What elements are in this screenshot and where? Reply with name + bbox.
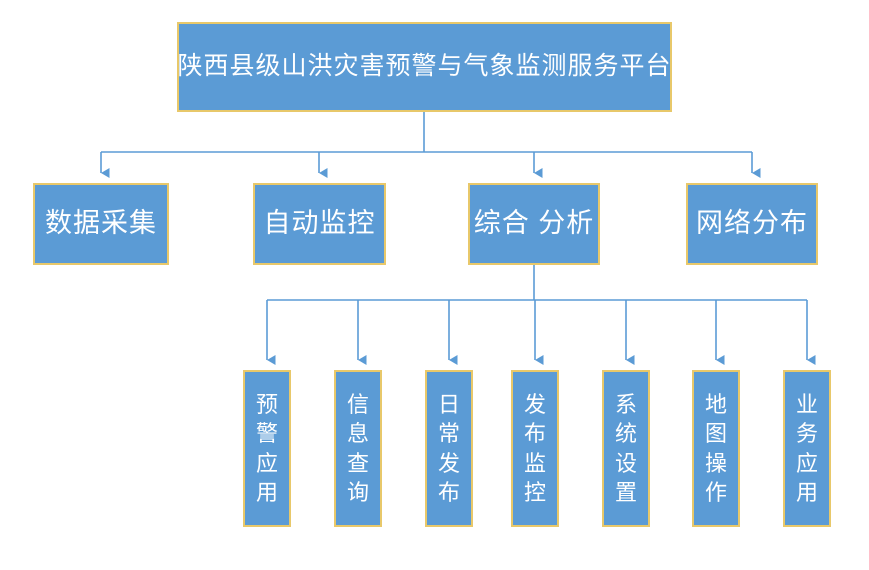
root-node-platform[interactable]: 陕西县级山洪灾害预警与气象监测服务平台 [177, 22, 672, 112]
node-label: 发布监控 [524, 392, 547, 505]
node-publishing-monitoring[interactable]: 发布监控 [511, 370, 559, 527]
node-automatic-monitoring[interactable]: 自动监控 [253, 183, 386, 265]
root-node-label: 陕西县级山洪灾害预警与气象监测服务平台 [177, 52, 672, 81]
node-label: 信息查询 [347, 392, 370, 505]
node-label: 日常发布 [438, 392, 461, 505]
node-label: 地图操作 [705, 392, 728, 505]
node-label: 业务应用 [796, 392, 819, 505]
node-business-application[interactable]: 业务应用 [783, 370, 831, 527]
node-daily-publishing[interactable]: 日常发布 [425, 370, 473, 527]
node-warning-application[interactable]: 预警应用 [243, 370, 291, 527]
node-information-query[interactable]: 信息查询 [334, 370, 382, 527]
node-system-settings[interactable]: 系统设置 [602, 370, 650, 527]
node-label: 系统设置 [615, 392, 638, 505]
node-label: 自动监控 [263, 208, 376, 239]
node-label: 数据采集 [45, 208, 157, 239]
node-label: 预警应用 [256, 392, 279, 505]
node-map-operations[interactable]: 地图操作 [692, 370, 740, 527]
node-label: 网络分布 [696, 208, 808, 239]
node-network-distribution[interactable]: 网络分布 [686, 183, 818, 265]
node-comprehensive-analysis[interactable]: 综合 分析 [468, 183, 600, 265]
node-data-collection[interactable]: 数据采集 [33, 183, 169, 265]
node-label: 综合 分析 [473, 208, 595, 239]
